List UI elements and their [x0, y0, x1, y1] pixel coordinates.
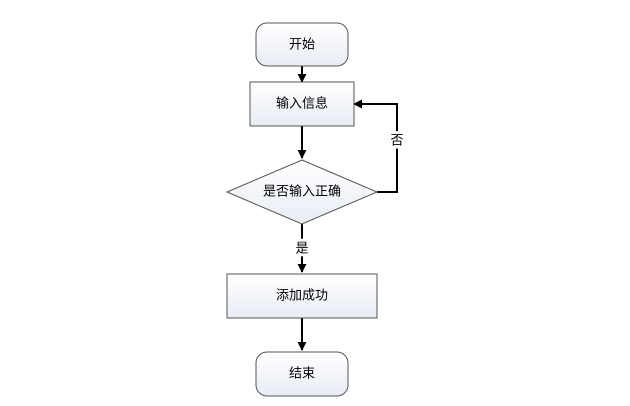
node-check-label: 是否输入正确 — [263, 184, 341, 200]
node-input-label: 输入信息 — [276, 96, 328, 112]
node-input: 输入信息 — [249, 81, 355, 127]
node-start-shape — [255, 22, 349, 67]
edge-label-yes: 是 — [295, 242, 308, 257]
node-end-label: 结束 — [289, 367, 315, 382]
node-check: 是否输入正确 — [225, 159, 379, 225]
node-start-label: 开始 — [289, 38, 315, 53]
node-input-shape — [249, 81, 355, 127]
node-add-shape — [226, 273, 378, 319]
edge-check-no-to-input — [353, 99, 398, 193]
node-add: 添加成功 — [226, 273, 378, 319]
node-end-shape — [255, 351, 349, 397]
node-end: 结束 — [255, 351, 349, 397]
edge-label-no: 否 — [390, 134, 403, 149]
edges — [297, 66, 398, 351]
node-start: 开始 — [255, 22, 349, 67]
node-add-label: 添加成功 — [276, 289, 328, 304]
node-check-shape — [225, 159, 379, 225]
